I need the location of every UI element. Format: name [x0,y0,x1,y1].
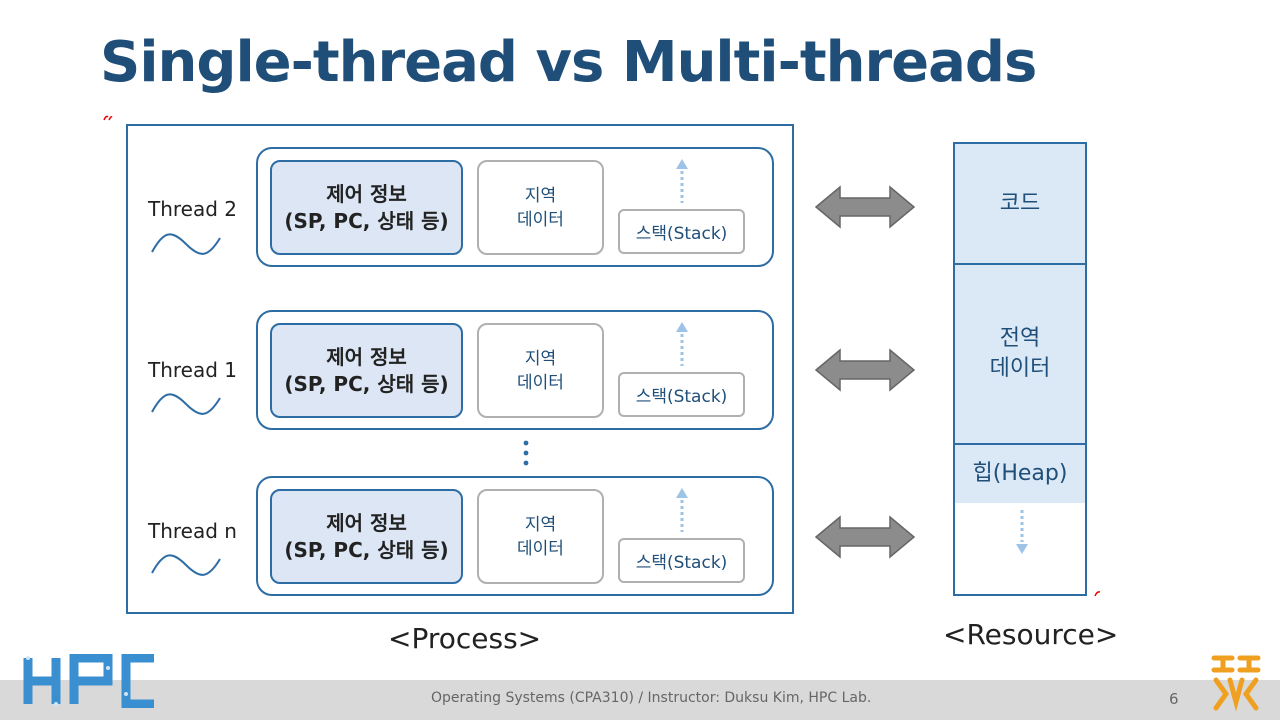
thread-wave-icon [151,554,221,576]
local-data-box: 지역 데이터 [477,489,604,584]
local-data-line2: 데이터 [517,538,564,559]
global-data-line2: 데이터 [989,356,1051,381]
stack-box: 스택(Stack) [618,372,745,417]
control-info-detail: (SP, PC, 상태 등) [284,537,449,562]
resource-box: 코드 전역 데이터 힙(Heap) [953,142,1087,596]
segment-divider [955,443,1085,445]
global-data-line1: 전역 [999,326,1041,351]
control-info-title: 제어 정보 [326,510,407,535]
control-info-box: 제어 정보 (SP, PC, 상태 등) [270,160,463,255]
annotation-mark [103,115,113,121]
stack-growth-arrow-icon [676,488,688,532]
heap-label: 힙(Heap) [972,461,1068,486]
local-data-box: 지역 데이터 [477,323,604,418]
footer-bar [0,680,1280,720]
thread-wave-icon [151,233,221,255]
resource-caption: <Resource> [943,618,1119,651]
stack-growth-arrow-icon [676,159,688,203]
segment-divider [955,263,1085,265]
process-caption: <Process> [388,622,542,655]
heap-segment: 힙(Heap) [955,445,1085,503]
ellipsis-icon [523,440,529,466]
thread-label: Thread 1 [148,358,238,382]
code-label: 코드 [999,190,1041,216]
double-arrow-icon [814,515,916,559]
hpc-logo [23,654,154,708]
local-data-line1: 지역 [524,185,557,206]
control-info-detail: (SP, PC, 상태 등) [284,208,449,233]
control-info-title: 제어 정보 [326,181,407,206]
university-logo [1211,655,1261,712]
page-number: 6 [1169,690,1179,708]
control-info-title: 제어 정보 [326,344,407,369]
stack-growth-arrow-icon [676,322,688,366]
local-data-line2: 데이터 [517,209,564,230]
thread-label: Thread 2 [148,197,238,221]
double-arrow-icon [814,185,916,229]
slide-title: Single-thread vs Multi-threads [100,30,1037,95]
stack-box: 스택(Stack) [618,538,745,583]
local-data-line1: 지역 [524,348,557,369]
control-info-box: 제어 정보 (SP, PC, 상태 등) [270,489,463,584]
thread-wave-icon [151,393,221,415]
process-box [126,124,794,614]
stack-box: 스택(Stack) [618,209,745,254]
global-data-segment: 전역 데이터 [955,265,1085,443]
local-data-box: 지역 데이터 [477,160,604,255]
control-info-detail: (SP, PC, 상태 등) [284,371,449,396]
double-arrow-icon [814,348,916,392]
thread-label: Thread n [148,519,237,543]
footer-text: Operating Systems (CPA310) / Instructor:… [431,690,872,706]
local-data-line2: 데이터 [517,372,564,393]
annotation-mark [1094,591,1101,597]
local-data-line1: 지역 [524,514,557,535]
heap-growth-arrow-icon [1016,510,1028,554]
control-info-box: 제어 정보 (SP, PC, 상태 등) [270,323,463,418]
code-segment: 코드 [955,144,1085,263]
